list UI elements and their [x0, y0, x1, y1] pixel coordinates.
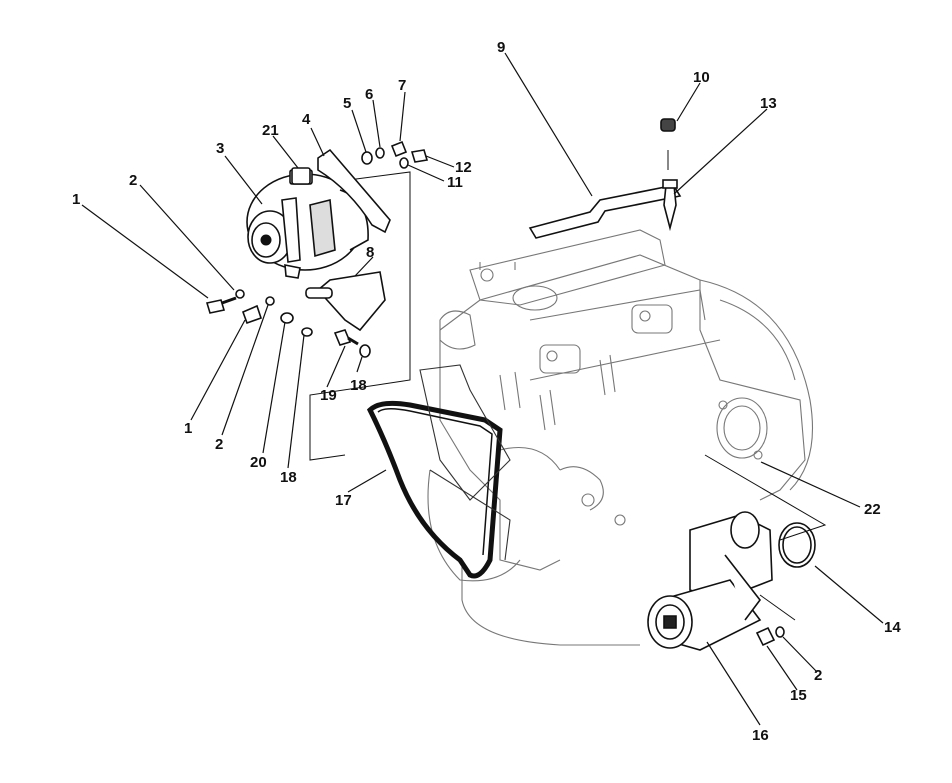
callout-14: 14 [884, 619, 901, 636]
starter-motor [647, 511, 773, 651]
callout-2-lower: 2 [215, 436, 223, 453]
glow-plug [660, 118, 678, 232]
callout-13: 13 [760, 95, 777, 112]
adjuster-bracket [317, 148, 391, 234]
callout-10: 10 [693, 69, 710, 86]
callout-18-right: 18 [350, 377, 367, 394]
callout-1-upper: 1 [72, 191, 80, 208]
callout-4: 4 [302, 111, 311, 128]
callout-21: 21 [262, 122, 279, 139]
mounting-bracket [316, 271, 386, 332]
callout-20: 20 [250, 454, 267, 471]
callout-17: 17 [335, 492, 352, 509]
callout-8: 8 [366, 244, 374, 261]
callout-7: 7 [398, 77, 406, 94]
callout-5: 5 [343, 95, 351, 112]
callout-15: 15 [790, 687, 807, 704]
leader-lines [81, 52, 884, 726]
hardware [205, 140, 429, 358]
fan-shroud [419, 364, 511, 561]
callout-19: 19 [320, 387, 337, 404]
valve-cover-gasket [528, 181, 682, 239]
callout-2-starter: 2 [814, 667, 822, 684]
callout-6: 6 [365, 86, 373, 103]
callout-16: 16 [752, 727, 769, 744]
callout-11: 11 [447, 174, 463, 191]
callout-9: 9 [497, 39, 505, 56]
alternator-phantom-box [309, 171, 411, 461]
fan-belt [366, 400, 503, 579]
callout-3: 3 [216, 140, 224, 157]
callout-18-left: 18 [280, 469, 297, 486]
callout-22: 22 [864, 501, 881, 518]
engine-block [427, 229, 813, 646]
callout-12: 12 [455, 159, 472, 176]
callout-2-upper: 2 [129, 172, 137, 189]
callout-labels: 1 2 3 21 4 5 6 7 12 11 8 9 10 13 1 2 20 … [72, 39, 901, 744]
callout-1-lower: 1 [184, 420, 192, 437]
